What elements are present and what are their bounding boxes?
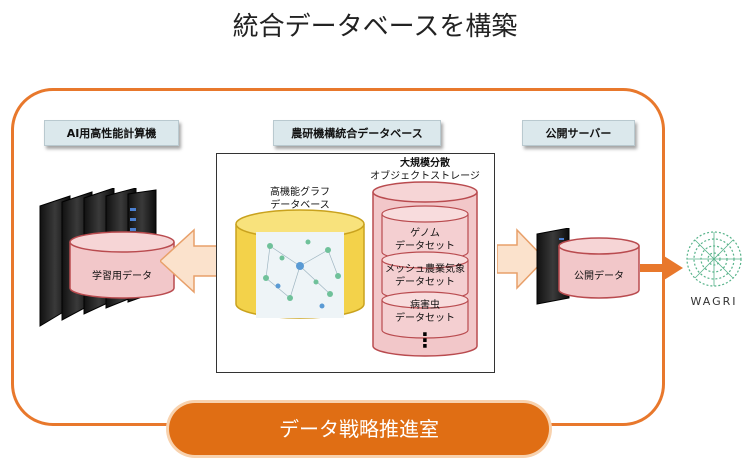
- hpc-server-illustration: [39, 188, 175, 327]
- genome-dataset-line1: ゲノム: [410, 228, 440, 239]
- data-strategy-office-banner: データ戦略推進室: [169, 403, 549, 455]
- public-server-illustration: [536, 228, 640, 305]
- pest-dataset-line1: 病害虫: [410, 300, 440, 311]
- object-storage-cylinder-icon: [372, 181, 478, 357]
- left-section-label: AI用高性能計算機: [44, 120, 179, 146]
- graph-database-cylinder-icon: [235, 209, 365, 319]
- page-title: 統合データベースを構築: [232, 12, 518, 42]
- storage-label-line2: オブジェクトストレージ: [370, 171, 480, 182]
- learning-data-label: 学習用データ: [92, 271, 152, 282]
- wagri-logo: [686, 231, 742, 287]
- genome-dataset-line2: データセット: [395, 241, 455, 252]
- left-arrow: [160, 228, 223, 294]
- public-data-cylinder-icon: [558, 237, 640, 299]
- pest-dataset-cylinder: [381, 291, 469, 339]
- weather-dataset-cylinder: [381, 251, 469, 301]
- pest-dataset-line2: データセット: [395, 313, 455, 324]
- public-data-label: 公開データ: [574, 271, 624, 282]
- learning-data-cylinder-icon: [69, 231, 175, 299]
- right-arrow: [497, 228, 547, 290]
- wagri-logo-text: WAGRI: [690, 295, 738, 308]
- right-section-label: 公開サーバー: [522, 120, 635, 146]
- graph-db-label-line1: 高機能グラフ: [270, 187, 330, 198]
- wagri-arrow: [640, 256, 683, 280]
- weather-dataset-line1: メッシュ農業気象: [385, 264, 465, 275]
- storage-label-line1: 大規模分散: [400, 158, 450, 169]
- genome-dataset-cylinder: [381, 205, 469, 261]
- graph-db-label-line2: データベース: [270, 200, 330, 211]
- center-section-label: 農研機構統合データベース: [273, 120, 441, 146]
- weather-dataset-line2: データセット: [395, 277, 455, 288]
- more-datasets-ellipsis: ⋮: [415, 328, 435, 352]
